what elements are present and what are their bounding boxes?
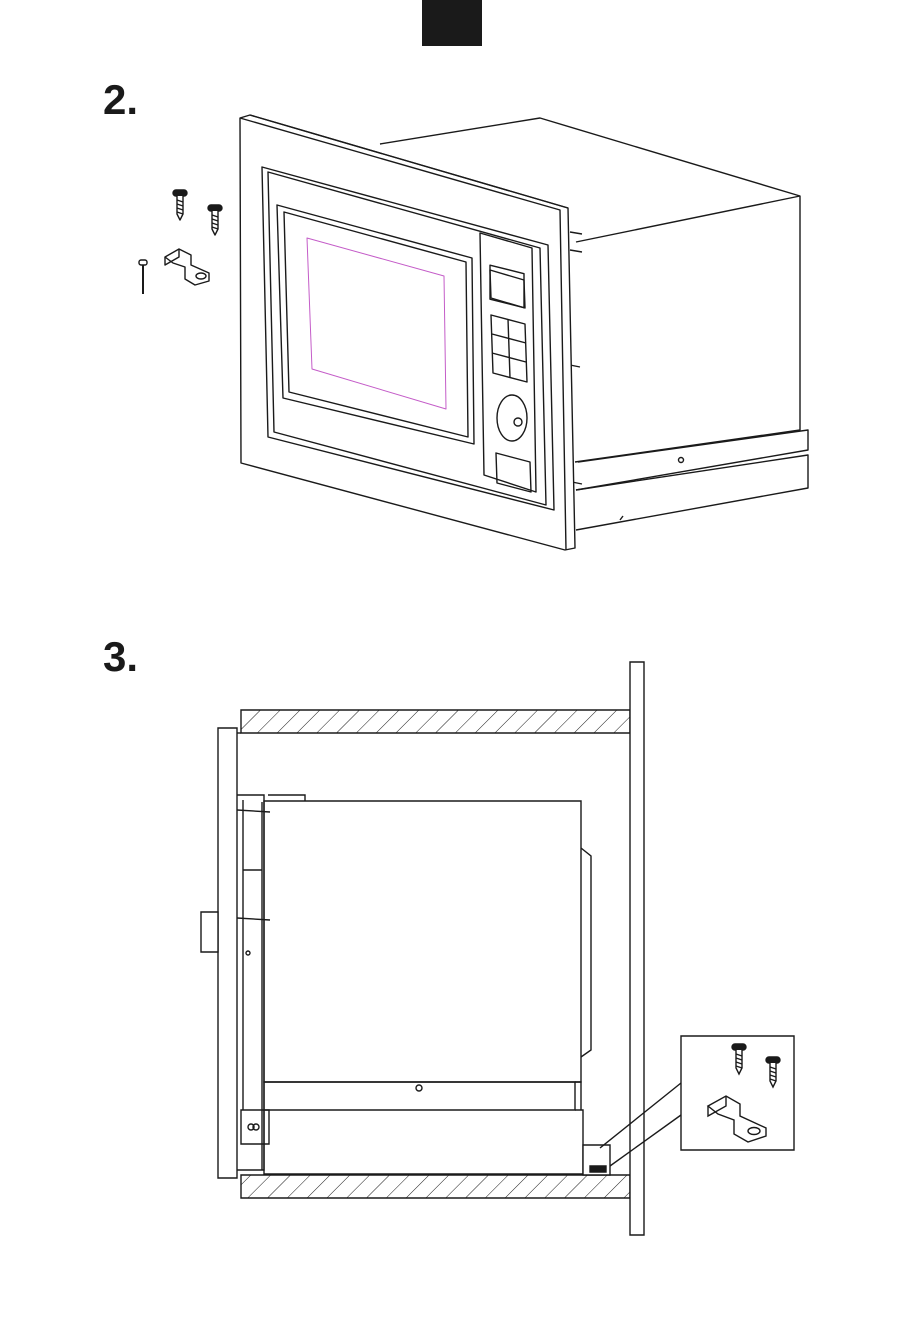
bracket-icon [165, 249, 209, 285]
microwave-perspective-figure [0, 0, 913, 600]
screw-icon [173, 190, 187, 220]
screw-icon [208, 205, 222, 235]
cabinet-section-figure [0, 600, 913, 1300]
long-screw-icon [139, 260, 147, 294]
